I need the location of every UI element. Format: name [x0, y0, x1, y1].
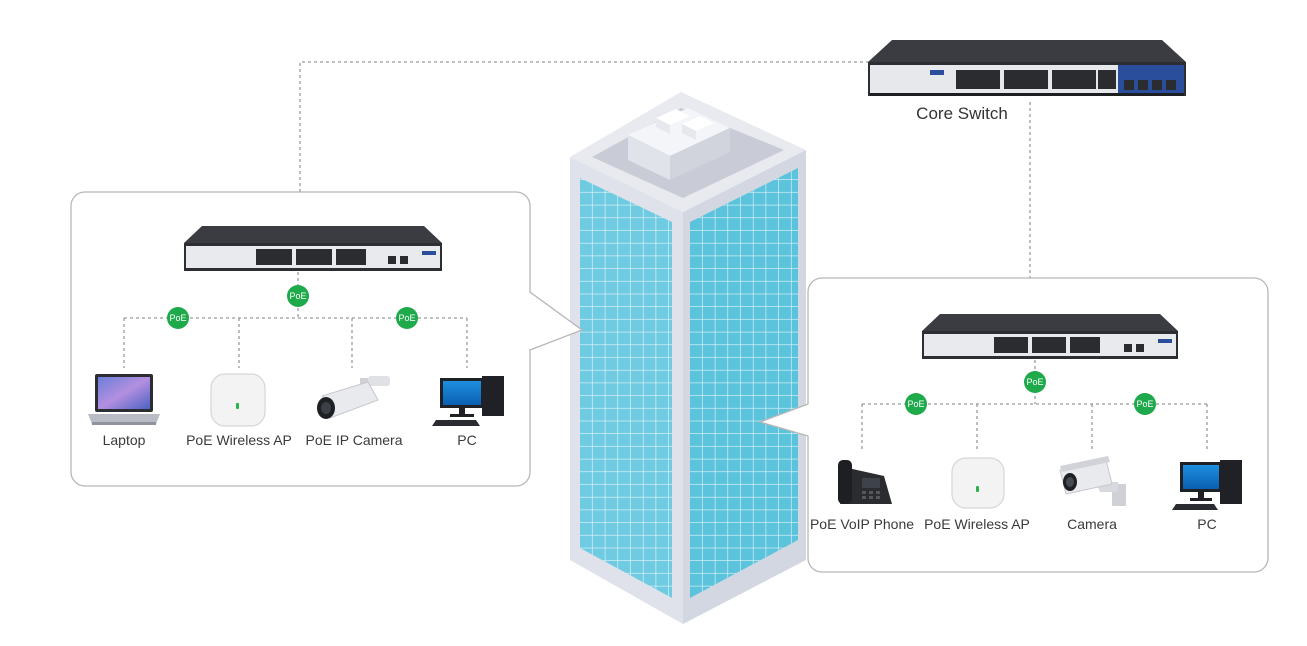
poe-badge-left-main: PoE [287, 285, 309, 307]
office-building [570, 92, 806, 624]
bullet-camera-icon [317, 376, 390, 419]
poe-badge-right-2: PoE [1134, 393, 1156, 415]
pc-icon [1172, 460, 1242, 510]
device-label-wireless-ap: PoE Wireless AP [186, 432, 292, 448]
box-camera-icon [1059, 456, 1126, 506]
wireless-ap-icon [210, 373, 266, 427]
left-panel [70, 191, 584, 487]
wireless-ap-icon [951, 457, 1005, 509]
poe-badge-right-main: PoE [1024, 371, 1046, 393]
pc-icon [432, 376, 504, 426]
device-label-camera: Camera [1067, 516, 1117, 532]
device-label-pc-left: PC [457, 432, 477, 448]
poe-badge-right-1: PoE [905, 393, 927, 415]
device-label-ip-camera: PoE IP Camera [305, 432, 403, 448]
right-access-switch [922, 314, 1178, 359]
core-switch-label: Core Switch [916, 104, 1008, 123]
left-access-switch [184, 226, 442, 271]
poe-badge-left-1: PoE [167, 307, 189, 329]
core-switch [868, 40, 1186, 96]
uplink-lines [299, 61, 1031, 278]
device-label-pc-right: PC [1197, 516, 1217, 532]
voip-phone-icon [838, 460, 892, 504]
laptop-icon [88, 374, 160, 425]
device-label-voip-phone: PoE VoIP Phone [809, 516, 915, 532]
poe-badge-left-2: PoE [396, 307, 418, 329]
device-label-wireless-ap-right: PoE Wireless AP [924, 516, 1030, 532]
device-label-laptop: Laptop [102, 432, 146, 448]
